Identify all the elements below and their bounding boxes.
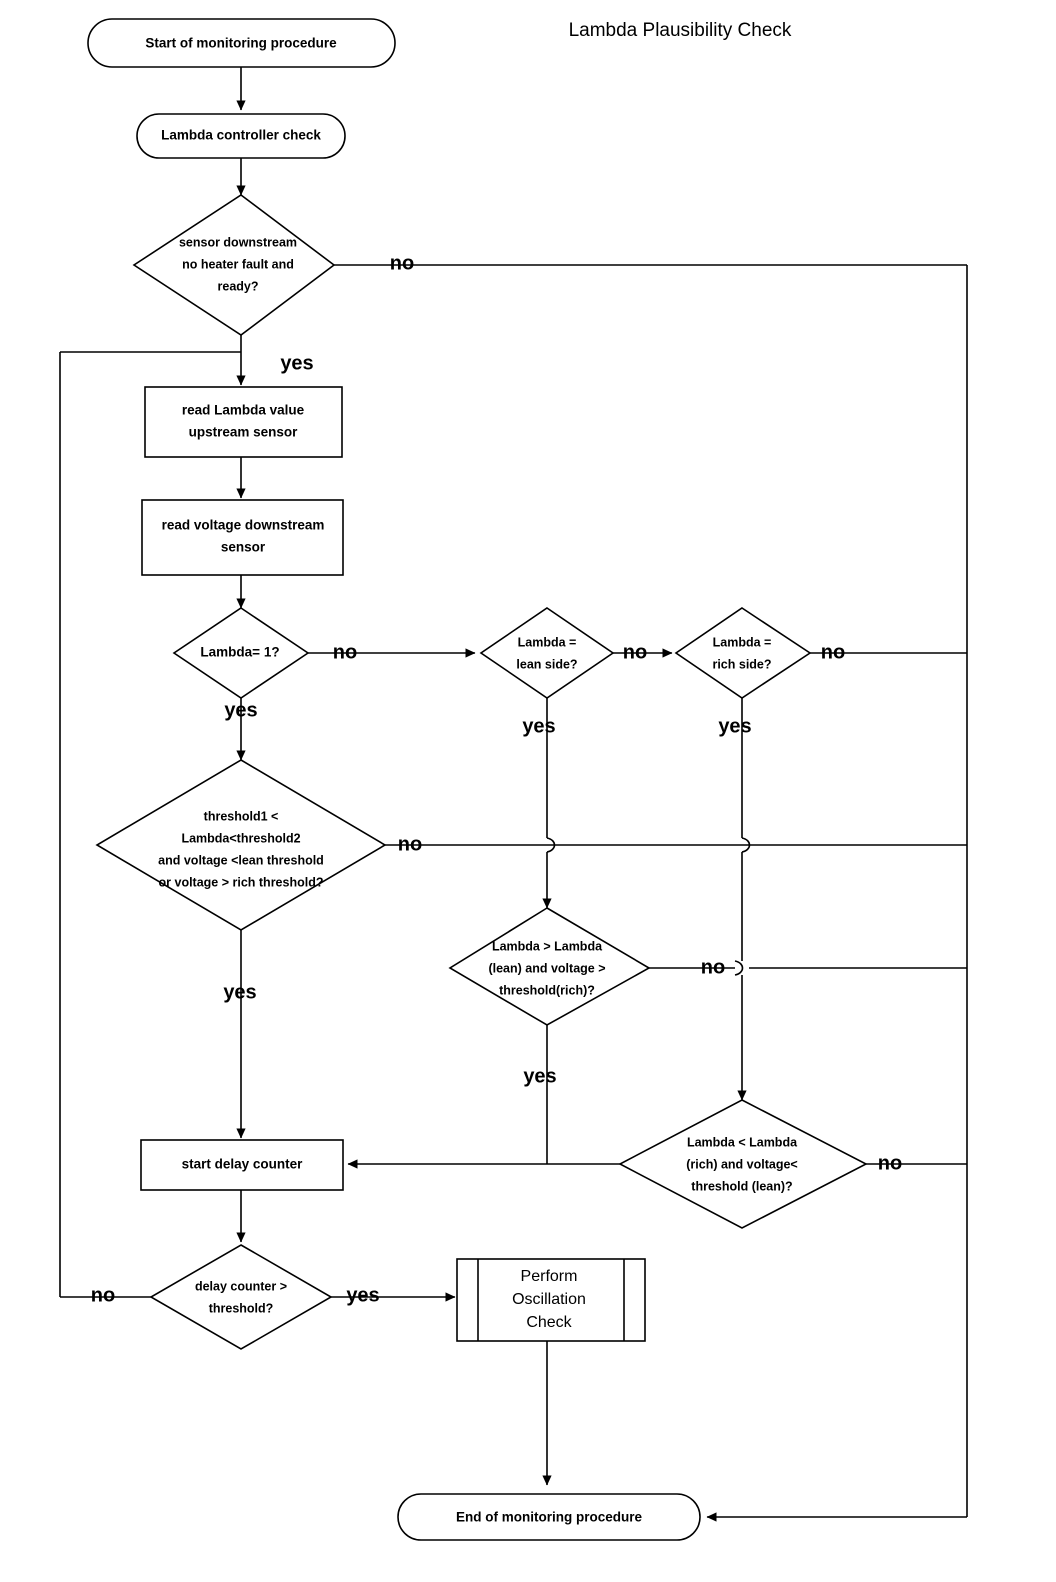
threshold-check-line3: and voltage <lean threshold [158,853,324,867]
edge-label-sensor-yes: yes [280,352,313,374]
lambda-eq-1-label: Lambda= 1? [200,645,279,660]
edge-label-delay-no: no [91,1284,115,1306]
read-voltage-line2: sensor [221,540,266,555]
edge-label-lambda-eq-1-no: no [333,641,357,663]
lambda-rich-line1: Lambda = [713,635,772,649]
diagram-title: Lambda Plausibility Check [569,20,792,41]
controller-check-shape [136,113,346,159]
oscillation-line1: Perform [521,1268,578,1285]
rich-check-shape [618,1099,868,1229]
lean-check-line3: threshold(rich)? [499,983,595,997]
sensor-decision-line2: no heater fault and [182,257,294,271]
delay-decision-shape [149,1244,333,1350]
sensor-decision-line3: ready? [218,279,259,293]
node-read-lambda[interactable]: read Lambda value upstream sensor [144,386,343,458]
lambda-lean-shape [479,607,615,699]
node-end[interactable]: End of monitoring procedure [397,1493,701,1541]
node-rich-check[interactable]: Lambda < Lambda (rich) and voltage< thre… [618,1099,868,1229]
edge-label-lambda-eq-1-yes: yes [224,699,257,721]
delay-decision-line1: delay counter > [195,1279,287,1293]
lambda-lean-line1: Lambda = [518,635,577,649]
lean-check-line2: (lean) and voltage > [488,961,605,975]
start-label: Start of monitoring procedure [145,36,337,51]
node-lambda-eq-1[interactable]: Lambda= 1? [172,607,310,699]
rich-check-line2: (rich) and voltage< [686,1157,797,1171]
oscillation-check-shape [456,1258,646,1342]
node-read-voltage[interactable]: read voltage downstream sensor [141,499,344,576]
node-delay-decision[interactable]: delay counter > threshold? [149,1244,333,1350]
edge-label-rich-no: no [821,641,845,663]
controller-check-label: Lambda controller check [161,128,321,143]
start-shape [87,18,396,68]
oscillation-line2: Oscillation [512,1291,586,1308]
edge-label-lean-no: no [623,641,647,663]
threshold-check-line2: Lambda<threshold2 [181,831,300,845]
lambda-rich-line2: rich side? [712,657,771,671]
edge-label-sensor-no: no [390,252,414,274]
threshold-check-line1: threshold1 < [204,809,279,823]
edge-label-threshold-yes: yes [223,981,256,1003]
lean-check-line1: Lambda > Lambda [492,939,603,953]
read-lambda-shape [144,386,343,458]
threshold-check-shape [95,759,387,931]
node-threshold-check[interactable]: threshold1 < Lambda<threshold2 and volta… [95,759,387,931]
end-label: End of monitoring procedure [456,1510,642,1525]
edge-label-lean-check-yes: yes [523,1065,556,1087]
node-lambda-lean[interactable]: Lambda = lean side? [479,607,615,699]
edge-label-delay-yes: yes [346,1284,379,1306]
edge-label-threshold-no: no [398,833,422,855]
node-controller-check[interactable]: Lambda controller check [136,113,346,159]
read-voltage-shape [141,499,344,576]
read-voltage-line1: read voltage downstream [162,518,325,533]
lean-check-shape [448,907,651,1026]
delay-decision-line2: threshold? [209,1301,274,1315]
lambda-lean-line2: lean side? [516,657,577,671]
lambda-eq-1-shape [172,607,310,699]
lambda-rich-shape [674,607,812,699]
node-delay-counter[interactable]: start delay counter [140,1139,344,1191]
read-lambda-line2: upstream sensor [189,425,299,440]
end-shape [397,1493,701,1541]
node-oscillation-check[interactable]: Perform Oscillation Check [456,1258,646,1342]
sensor-decision-line1: sensor downstream [179,235,297,249]
node-lambda-rich[interactable]: Lambda = rich side? [674,607,812,699]
node-start[interactable]: Start of monitoring procedure [87,18,396,68]
oscillation-line3: Check [526,1314,572,1331]
delay-counter-shape [140,1139,344,1191]
node-sensor-decision[interactable]: sensor downstream no heater fault and re… [132,194,336,336]
edge-label-lean-yes: yes [522,715,555,737]
edge-label-rich-yes: yes [718,715,751,737]
node-lean-check[interactable]: Lambda > Lambda (lean) and voltage > thr… [448,907,651,1026]
edge-label-rich-check-no: no [878,1152,902,1174]
line-hop-rich-yes-lower [734,960,744,976]
threshold-check-line4: or voltage > rich threshold? [159,875,324,889]
read-lambda-line1: read Lambda value [182,403,305,418]
edge-label-lean-check-no: no [701,956,725,978]
delay-counter-label: start delay counter [182,1157,304,1172]
rich-check-line1: Lambda < Lambda [687,1135,798,1149]
sensor-decision-shape [132,194,336,336]
rich-check-line3: threshold (lean)? [691,1179,792,1193]
